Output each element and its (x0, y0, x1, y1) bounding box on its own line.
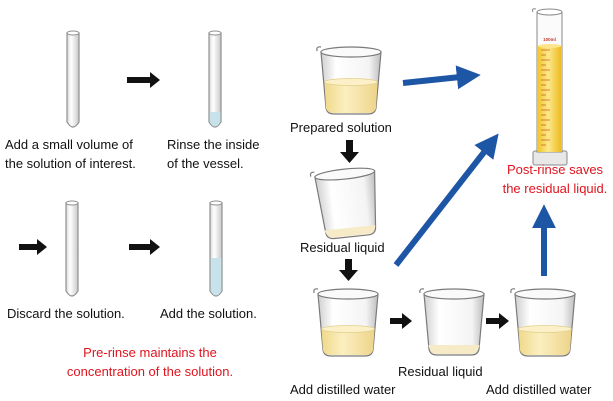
black-arrow-right-5 (486, 313, 509, 329)
test-tube-filled (209, 200, 223, 297)
beaker-add-distilled-water-1 (313, 288, 379, 357)
blue-arrow-to-cylinder-top (402, 65, 481, 90)
test-tube-rinse (208, 30, 222, 128)
label-add-distilled-water-1: Add distilled water (290, 382, 396, 397)
label-add-solution: Add the solution. (160, 306, 257, 321)
label-residual-liquid-1: Residual liquid (300, 240, 385, 255)
test-tube-empty-2 (65, 200, 79, 297)
black-arrow-right-2 (19, 239, 47, 255)
graduated-cylinder: 100ml (531, 8, 568, 166)
black-arrow-right-1 (127, 72, 160, 88)
label-discard: Discard the solution. (7, 306, 125, 321)
beaker-prepared-solution (316, 46, 382, 115)
label-add-small-volume: Add a small volume of the solution of in… (5, 137, 136, 171)
beaker-residual-liquid-2 (419, 288, 485, 356)
black-arrow-down-1 (340, 140, 359, 163)
test-tube-empty-1 (66, 30, 80, 128)
label-rinse-inside: Rinse the inside of the vessel. (167, 137, 260, 171)
label-residual-liquid-2: Residual liquid (398, 364, 483, 379)
note-pre-rinse: Pre-rinse maintains the concentration of… (66, 345, 234, 379)
black-arrow-down-2 (339, 259, 358, 281)
label-add-distilled-water-2: Add distilled water (486, 382, 592, 397)
black-arrow-right-4 (390, 313, 412, 329)
note-post-rinse: Post-rinse saves the residual liquid. (502, 162, 608, 196)
black-arrow-right-3 (129, 239, 160, 255)
cylinder-mark: 100ml (543, 37, 556, 42)
beaker-add-distilled-water-2 (510, 288, 576, 357)
blue-arrow-diagonal (393, 133, 499, 267)
label-prepared-solution: Prepared solution (290, 120, 392, 135)
beaker-residual-liquid (309, 167, 377, 240)
